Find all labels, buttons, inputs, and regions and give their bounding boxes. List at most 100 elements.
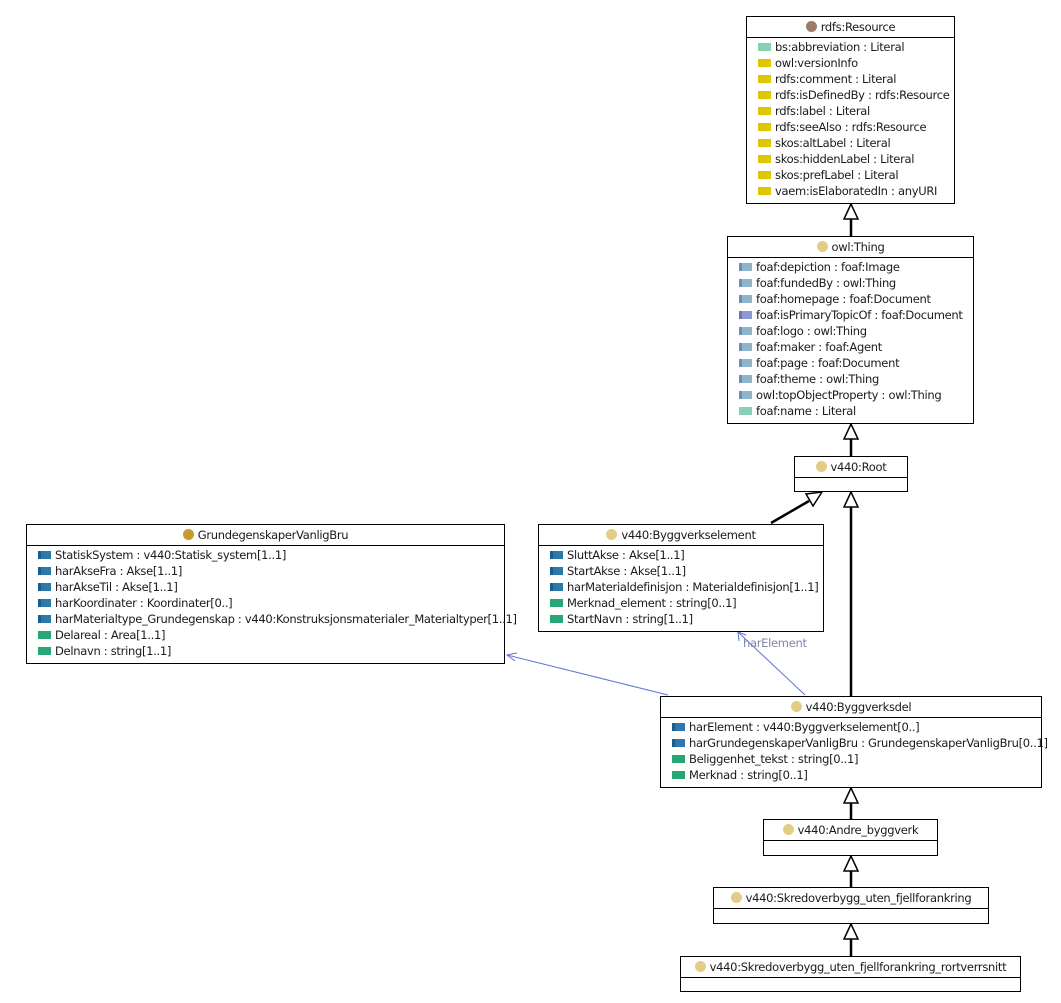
object-property-icon: [739, 327, 752, 335]
object-property-icon: [739, 263, 752, 271]
association-edge: [737, 631, 806, 696]
attribute-text: harElement : v440:Byggverkselement[0..]: [689, 720, 920, 734]
attribute-text: foaf:homepage : foaf:Document: [756, 292, 931, 306]
class-icon: [815, 461, 827, 472]
literal-property-icon: [739, 407, 752, 415]
attribute-row[interactable]: foaf:name : Literal: [739, 403, 973, 419]
attribute-row[interactable]: foaf:page : foaf:Document: [739, 355, 973, 371]
attribute-row[interactable]: foaf:isPrimaryTopicOf : foaf:Document: [739, 307, 973, 323]
attribute-text: foaf:page : foaf:Document: [756, 356, 900, 370]
class-icon: [182, 529, 194, 540]
class-title: v440:Byggverkselement: [621, 528, 756, 542]
attribute-row[interactable]: owl:versionInfo: [758, 55, 954, 71]
attribute-text: rdfs:seeAlso : rdfs:Resource: [775, 120, 927, 134]
attribute-row[interactable]: skos:altLabel : Literal: [758, 135, 954, 151]
attribute-text: Merknad_element : string[0..1]: [567, 596, 737, 610]
attribute-text: Merknad : string[0..1]: [689, 768, 808, 782]
object-property-icon: [38, 551, 51, 559]
attribute-row[interactable]: Merknad : string[0..1]: [672, 767, 1041, 783]
object-property-icon: [672, 739, 685, 747]
association-arrowhead: [737, 631, 747, 642]
object-property-icon: [38, 615, 51, 623]
attribute-row[interactable]: harGrundegenskaperVanligBru : Grundegens…: [672, 735, 1048, 751]
class-icon: [816, 241, 828, 252]
attribute-row[interactable]: rdfs:seeAlso : rdfs:Resource: [758, 119, 954, 135]
class-header: v440:Skredoverbygg_uten_fjellforankring_…: [681, 957, 1020, 978]
attribute-row[interactable]: skos:prefLabel : Literal: [758, 167, 954, 183]
datatype-property-icon: [550, 599, 563, 607]
attribute-row[interactable]: StartAkse : Akse[1..1]: [550, 563, 823, 579]
object-property-icon: [739, 375, 752, 383]
attribute-row[interactable]: foaf:fundedBy : owl:Thing: [739, 275, 973, 291]
annotation-property-icon: [758, 91, 771, 99]
annotation-property-icon: [758, 75, 771, 83]
attribute-row[interactable]: owl:topObjectProperty : owl:Thing: [739, 387, 973, 403]
attribute-row[interactable]: foaf:logo : owl:Thing: [739, 323, 973, 339]
object-property-icon: [672, 723, 685, 731]
class-icon: [694, 961, 706, 972]
attribute-row[interactable]: harAkseTil : Akse[1..1]: [38, 579, 504, 595]
generalization-edge: [770, 499, 810, 525]
attribute-row[interactable]: rdfs:comment : Literal: [758, 71, 954, 87]
class-icon: [782, 824, 794, 835]
annotation-property-icon: [758, 171, 771, 179]
attribute-row[interactable]: harMaterialtype_Grundegenskap : v440:Kon…: [38, 611, 517, 627]
class-title: v440:Andre_byggverk: [797, 823, 919, 837]
attribute-row[interactable]: StartNavn : string[1..1]: [550, 611, 823, 627]
class-attributes: harElement : v440:Byggverkselement[0..]h…: [661, 718, 1048, 783]
attribute-text: StatiskSystem : v440:Statisk_system[1..1…: [55, 548, 287, 562]
attribute-row[interactable]: skos:hiddenLabel : Literal: [758, 151, 954, 167]
literal-property-icon: [758, 43, 771, 51]
attribute-text: SluttAkse : Akse[1..1]: [567, 548, 685, 562]
class-box-skredoverbygg[interactable]: v440:Skredoverbygg_uten_fjellforankring: [713, 887, 989, 924]
association-arrowhead: [505, 652, 518, 662]
attribute-row[interactable]: StatiskSystem : v440:Statisk_system[1..1…: [38, 547, 504, 563]
datatype-property-icon: [38, 631, 51, 639]
class-attributes: [714, 909, 988, 910]
class-box-andre-byggverk[interactable]: v440:Andre_byggverk: [763, 819, 938, 856]
class-box-v440-root[interactable]: v440:Root: [794, 456, 908, 492]
attribute-row[interactable]: harKoordinater : Koordinater[0..]: [38, 595, 504, 611]
attribute-row[interactable]: foaf:homepage : foaf:Document: [739, 291, 973, 307]
attribute-row[interactable]: foaf:theme : owl:Thing: [739, 371, 973, 387]
class-header: rdfs:Resource: [747, 17, 954, 38]
datatype-property-icon: [38, 647, 51, 655]
attribute-row[interactable]: rdfs:label : Literal: [758, 103, 954, 119]
attribute-text: foaf:maker : foaf:Agent: [756, 340, 882, 354]
attribute-row[interactable]: Beliggenhet_tekst : string[0..1]: [672, 751, 1041, 767]
attribute-row[interactable]: SluttAkse : Akse[1..1]: [550, 547, 823, 563]
class-icon: [606, 529, 618, 540]
generalization-arrowhead: [842, 490, 860, 508]
attribute-text: skos:altLabel : Literal: [775, 136, 891, 150]
attribute-row[interactable]: foaf:depiction : foaf:Image: [739, 259, 973, 275]
attribute-row[interactable]: rdfs:isDefinedBy : rdfs:Resource: [758, 87, 954, 103]
attribute-row[interactable]: foaf:maker : foaf:Agent: [739, 339, 973, 355]
attribute-row[interactable]: harElement : v440:Byggverkselement[0..]: [672, 719, 1041, 735]
attribute-row[interactable]: Delnavn : string[1..1]: [38, 643, 504, 659]
object-property-icon: [550, 567, 563, 575]
class-title: v440:Skredoverbygg_uten_fjellforankring: [745, 891, 972, 905]
external-class-icon: [805, 21, 817, 32]
attribute-text: foaf:logo : owl:Thing: [756, 324, 867, 338]
class-icon: [790, 701, 802, 712]
attribute-row[interactable]: harMaterialdefinisjon : Materialdefinisj…: [550, 579, 823, 595]
class-title: GrundegenskaperVanligBru: [197, 528, 349, 542]
class-attributes: [795, 478, 907, 479]
object-property-icon: [739, 359, 752, 367]
object-property-icon: [739, 279, 752, 287]
attribute-row[interactable]: bs:abbreviation : Literal: [758, 39, 954, 55]
attribute-text: owl:topObjectProperty : owl:Thing: [756, 388, 942, 402]
attribute-row[interactable]: harAkseFra : Akse[1..1]: [38, 563, 504, 579]
generalization-arrowhead: [842, 786, 860, 804]
class-box-skredoverbygg-tverrsnitt[interactable]: v440:Skredoverbygg_uten_fjellforankring_…: [680, 956, 1021, 992]
attribute-row[interactable]: Delareal : Area[1..1]: [38, 627, 504, 643]
attribute-row[interactable]: vaem:isElaboratedIn : anyURI: [758, 183, 954, 199]
attribute-row[interactable]: Merknad_element : string[0..1]: [550, 595, 823, 611]
class-attributes: [764, 841, 937, 842]
